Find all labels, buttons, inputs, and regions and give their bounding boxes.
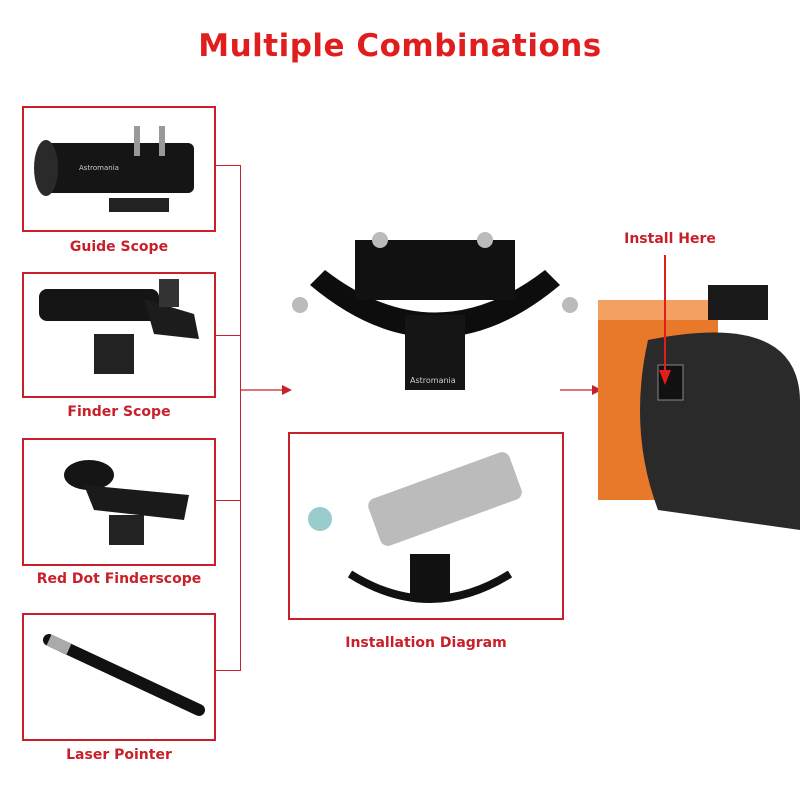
svg-text:Astromania: Astromania bbox=[79, 164, 119, 172]
laser-pointer-image bbox=[43, 634, 205, 716]
laser-pointer-box bbox=[22, 613, 216, 741]
finder-scope-label: Finder Scope bbox=[67, 404, 171, 420]
laser-pointer-label: Laser Pointer bbox=[66, 747, 172, 763]
connector bbox=[240, 165, 241, 671]
arrow-right-icon bbox=[560, 385, 602, 395]
red-dot-label: Red Dot Finderscope bbox=[36, 571, 202, 587]
guide-scope-box: Astromania bbox=[22, 106, 216, 232]
installation-diagram-box bbox=[288, 432, 564, 620]
install-here-label: Install Here bbox=[624, 231, 716, 247]
arrow-right-icon bbox=[240, 385, 292, 395]
bracket-image: Astromania bbox=[292, 232, 578, 390]
installation-diagram-image bbox=[308, 452, 522, 603]
guide-scope-label: Guide Scope bbox=[69, 239, 169, 255]
installation-diagram-label: Installation Diagram bbox=[345, 635, 507, 651]
finder-scope-image bbox=[39, 279, 199, 374]
page-title: Multiple Combinations bbox=[198, 28, 602, 64]
connector bbox=[216, 165, 240, 166]
svg-text:Astromania: Astromania bbox=[410, 376, 456, 385]
finder-scope-box bbox=[22, 272, 216, 398]
red-dot-finder-image bbox=[64, 460, 189, 545]
guide-scope-image: Astromania bbox=[34, 126, 194, 212]
arrow-down-icon bbox=[659, 255, 671, 385]
telescope-image bbox=[598, 285, 800, 530]
connector bbox=[216, 500, 240, 501]
connector bbox=[216, 335, 240, 336]
connector bbox=[216, 670, 240, 671]
red-dot-box bbox=[22, 438, 216, 566]
